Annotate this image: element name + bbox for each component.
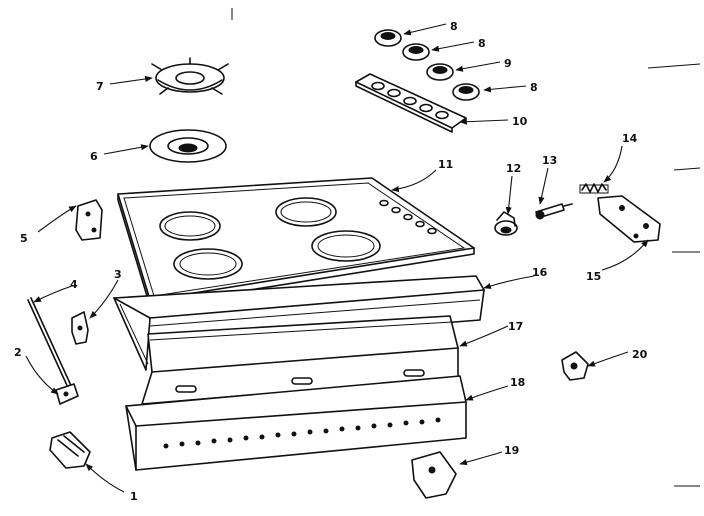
bracket-left (75, 199, 103, 241)
control-knobs (374, 29, 480, 101)
callout-12: 12 (506, 162, 521, 175)
callout-15: 15 (586, 270, 601, 283)
knob (402, 43, 430, 61)
callout-19: 19 (504, 444, 519, 457)
callout-11: 11 (438, 158, 453, 171)
lower-bracket (411, 451, 457, 499)
callout-1: 1 (130, 490, 138, 503)
clip (71, 311, 89, 345)
callout-8-middle: 8 (478, 37, 486, 50)
clamp (561, 351, 589, 381)
callout-5: 5 (20, 232, 28, 245)
callout-6: 6 (90, 150, 98, 163)
knob (426, 63, 454, 81)
callout-8-bottom: 8 (530, 81, 538, 94)
lower-body (125, 375, 467, 471)
spring (579, 183, 609, 194)
cooktop-panel (117, 177, 475, 307)
leader-lines (25, 23, 649, 493)
valve (494, 211, 518, 236)
callout-labels: 1 2 3 4 5 6 7 8 8 8 9 10 11 12 13 14 15 … (14, 20, 648, 503)
edge-mark (647, 63, 701, 69)
callout-3: 3 (114, 268, 122, 281)
callout-16: 16 (532, 266, 548, 279)
callout-7: 7 (96, 80, 104, 93)
callout-9: 9 (504, 57, 512, 70)
drip-pan (149, 129, 227, 163)
rod-end (55, 383, 79, 405)
orifice (535, 203, 573, 220)
bracket-right (597, 195, 661, 243)
callout-20: 20 (632, 348, 648, 361)
knob (452, 83, 480, 101)
foot (49, 431, 91, 469)
callout-2: 2 (14, 346, 22, 359)
knob (374, 29, 402, 47)
callout-14: 14 (622, 132, 638, 145)
callout-18: 18 (510, 376, 525, 389)
callout-17: 17 (508, 320, 523, 333)
callout-8-top: 8 (450, 20, 458, 33)
edge-mark (673, 167, 701, 171)
callout-13: 13 (542, 154, 557, 167)
callout-4: 4 (70, 278, 78, 291)
top-frame (113, 275, 485, 371)
rod (27, 297, 74, 393)
vent-holes (163, 417, 441, 449)
control-panel-insert (355, 73, 467, 133)
burner-grate (151, 57, 229, 95)
callout-10: 10 (512, 115, 528, 128)
